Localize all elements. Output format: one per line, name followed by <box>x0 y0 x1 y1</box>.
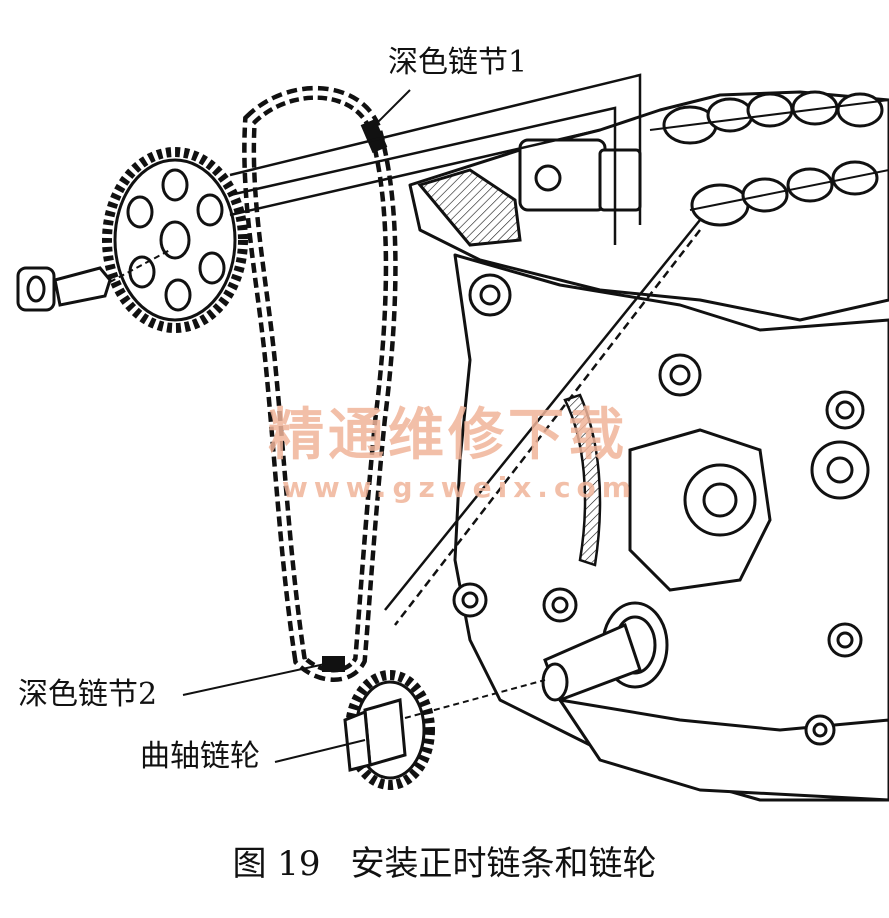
label-dark-link-2: 深色链节2 <box>18 677 158 712</box>
crankshaft-sprocket <box>343 670 546 790</box>
camshafts <box>649 90 889 227</box>
label-dark-link-1: 深色链节1 <box>388 45 528 80</box>
label-crankshaft-sprocket: 曲轴链轮 <box>140 739 260 774</box>
dark-link-1-mark <box>360 118 388 154</box>
callout-leaders <box>182 89 411 763</box>
alignment-lines <box>229 73 701 626</box>
sprocket-bolt <box>16 249 171 312</box>
crankshaft-nose <box>541 601 669 702</box>
chain-guide <box>563 393 602 567</box>
camshaft-sprocket <box>102 147 248 333</box>
watermark-title: 精通维修下载 <box>268 403 628 468</box>
figure-caption: 图 19 安装正时链条和链轮 <box>0 842 889 886</box>
block-bosses <box>452 273 870 746</box>
figure-number: 图 19 <box>232 844 321 884</box>
figure-caption-text: 安装正时链条和链轮 <box>350 844 657 884</box>
watermark-url: www.gzweix.com <box>282 471 637 504</box>
timing-chain <box>242 85 398 682</box>
head-details <box>417 138 642 247</box>
